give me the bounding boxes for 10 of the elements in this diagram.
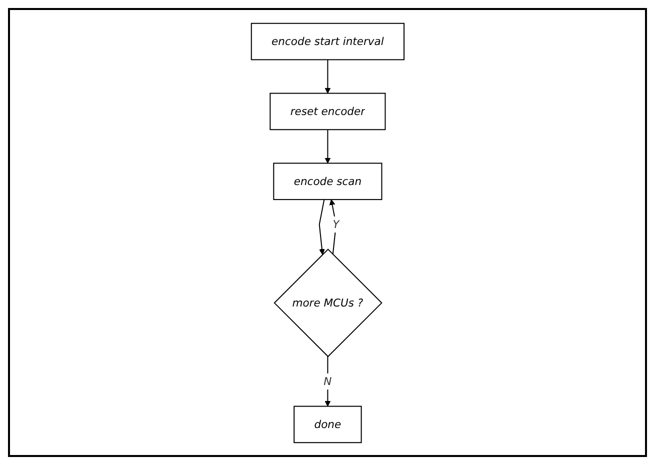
node-box: reset encoder [269,92,386,130]
node-box: done [293,405,362,443]
node-diamond: more MCUs ? [274,248,382,357]
node-box: encode scan [272,162,382,200]
arrow [318,198,325,254]
arrow [324,59,330,94]
node-box: encode start interval [250,22,404,60]
edge-label: N [323,374,332,387]
arrow [324,129,330,163]
edge-label: Y [332,217,340,230]
